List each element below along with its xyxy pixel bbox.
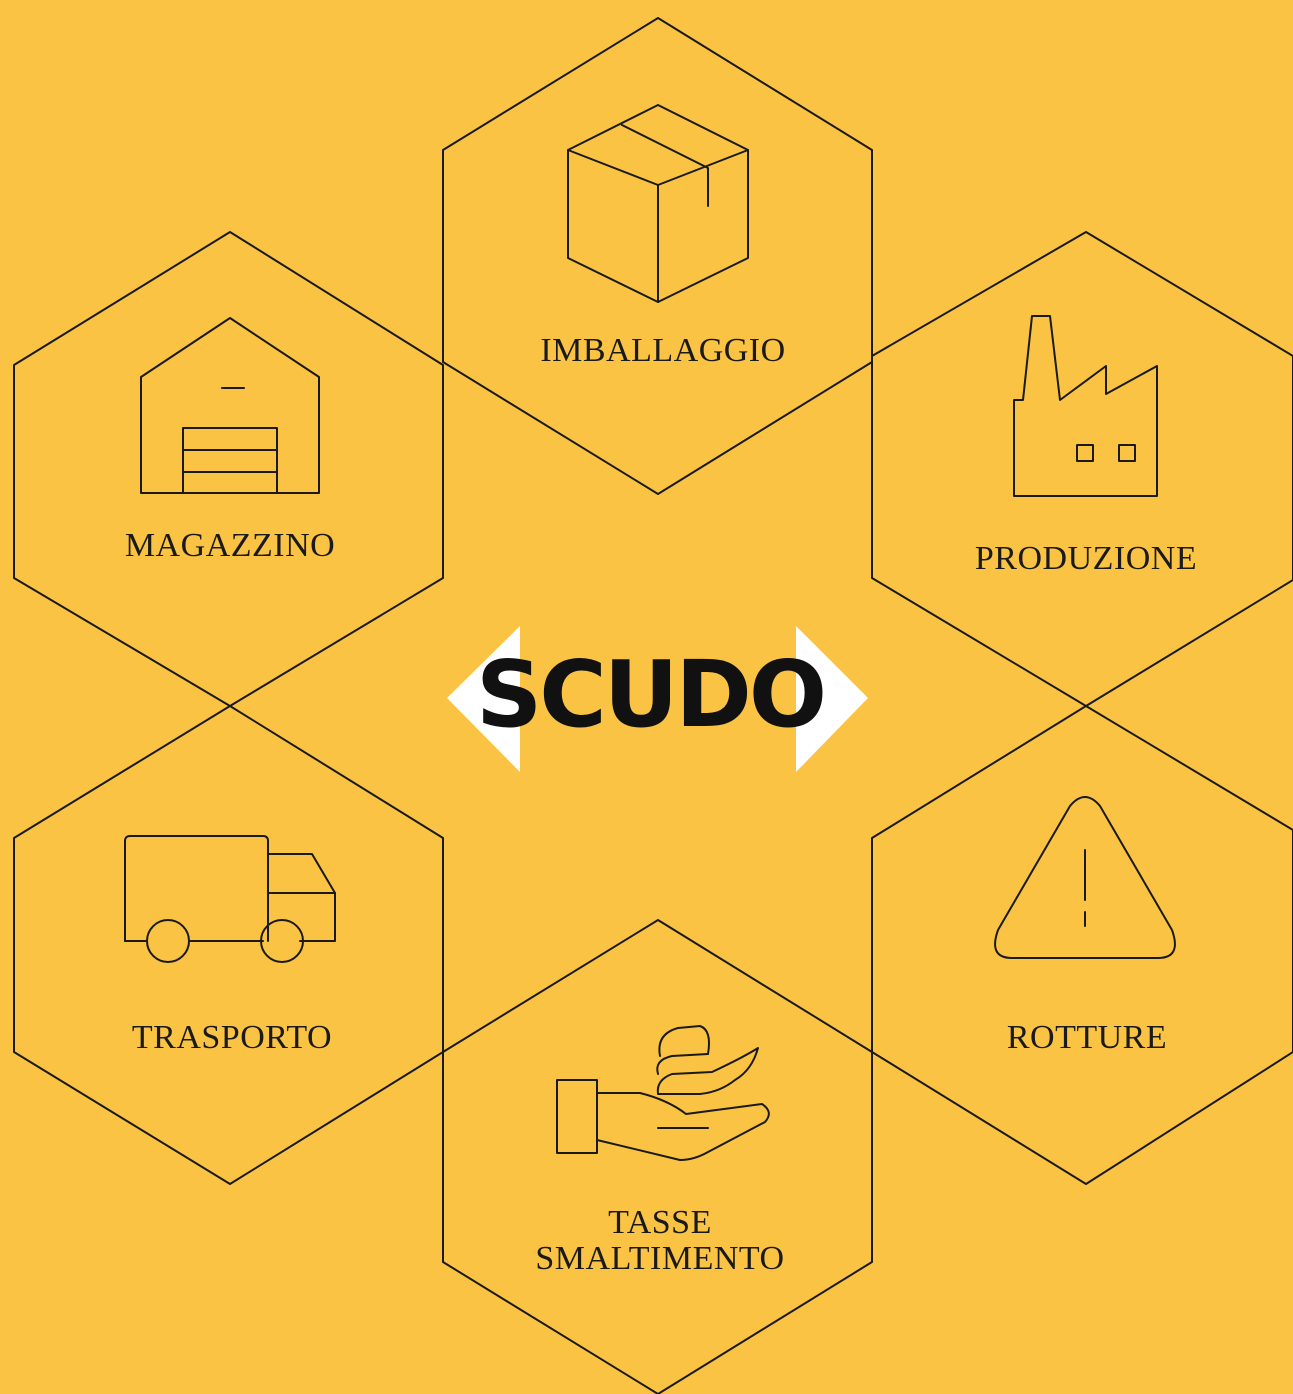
factory-icon [1013,315,1158,497]
label-magazzino: MAGAZZINO [124,527,336,564]
warning-icon [994,796,1176,959]
hexagon-imballaggio [442,17,873,495]
label-tasse-smaltimento: TASSE SMALTIMENTO [535,1205,784,1277]
logo-right-chevron [796,626,868,772]
label-tasse-line-2: SMALTIMENTO [535,1240,785,1277]
label-imballaggio: IMBALLAGGIO [540,332,786,369]
truck-icon [124,835,336,963]
label-rotture: ROTTURE [1006,1019,1168,1056]
logo-left-chevron [447,626,520,772]
hexagon-tasse [442,919,873,1394]
logo-chevrons [447,626,868,772]
hexagon-rotture [871,705,1293,1185]
label-tasse-line-1: TASSE [608,1204,712,1241]
hand-coins-icon [556,1025,770,1161]
box-icon [567,104,749,303]
label-produzione: PRODUZIONE [974,540,1198,577]
label-trasporto: TRASPORTO [131,1019,333,1056]
hexagon-trasporto [13,705,444,1185]
hexagon-produzione [871,231,1293,707]
logo-wordmark: SCUDO [475,641,827,748]
warehouse-icon [140,317,320,494]
hexagon-magazzino [13,231,444,707]
